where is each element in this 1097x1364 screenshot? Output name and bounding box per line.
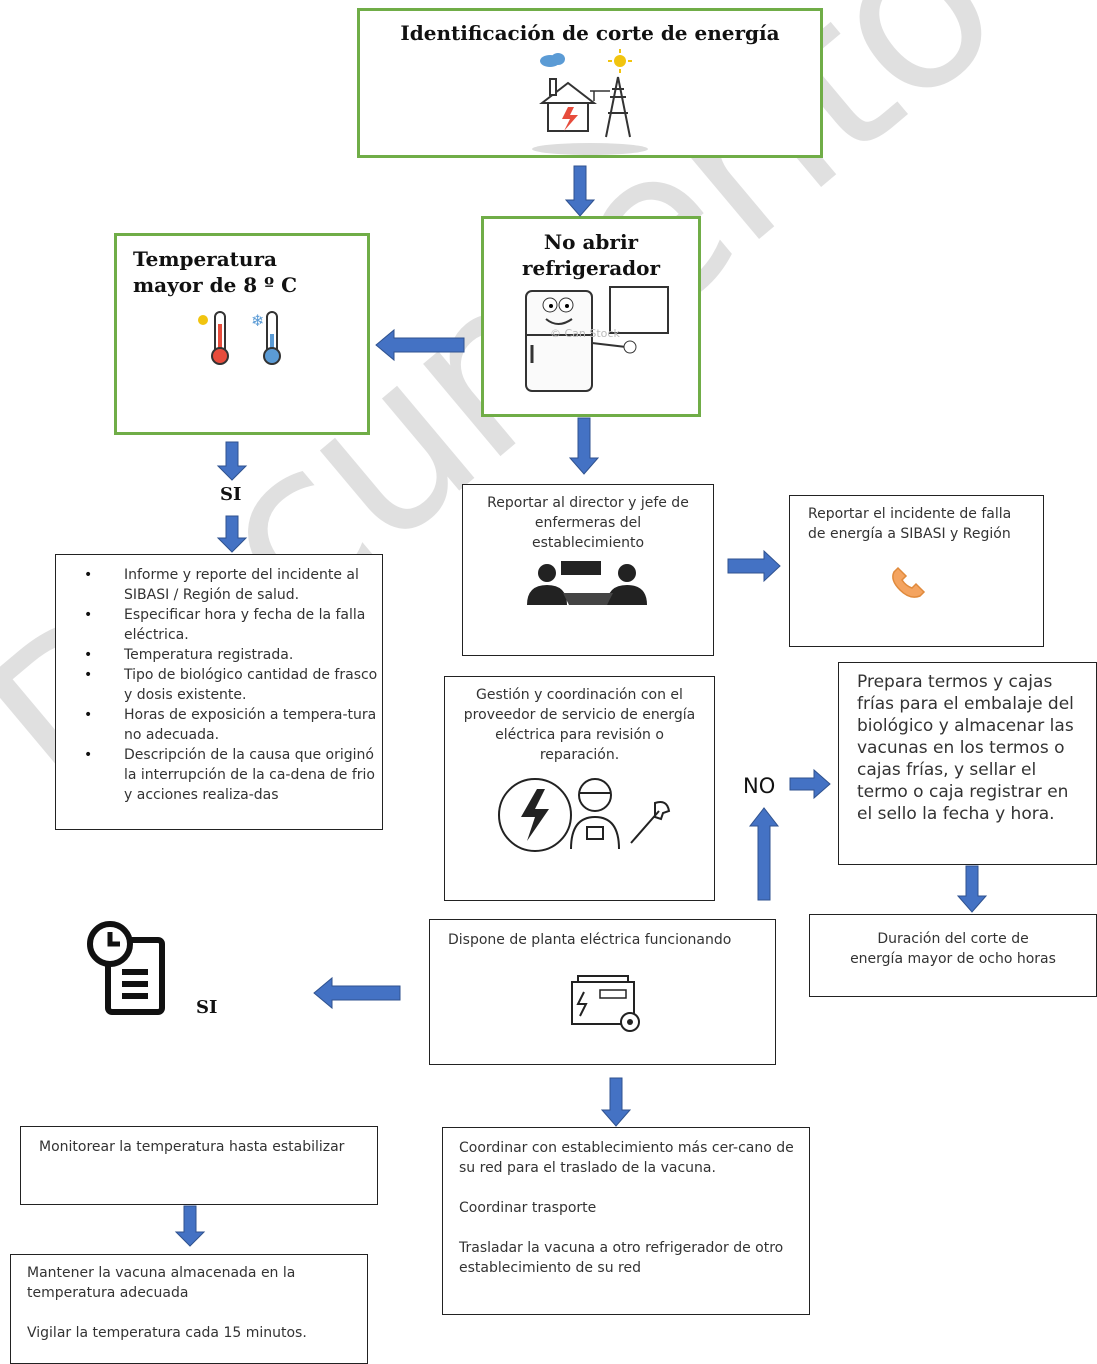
reportar-sibasi-box: Reportar el incidente de falla de energí… [789,495,1044,647]
arrow-up [748,807,780,901]
arrow-down [216,515,248,553]
arrow-left [375,328,465,362]
list-item: Temperatura registrada. [56,645,382,665]
temperatura-box: Temperatura mayor de 8 º C ❄ [114,233,370,435]
arrow-right [789,768,831,800]
duracion-text: Duración del corte de energía mayor de o… [850,931,1056,967]
arrow-down [956,865,988,913]
si-label-bottom: SI [196,997,218,1018]
si-label-top: SI [220,484,242,505]
coordinar-text-2: Coordinar trasporte [459,1200,597,1216]
repair-service-icon [498,778,671,852]
list-item: Especificar hora y fecha de la falla elé… [56,605,382,645]
reportar-sibasi-text: Reportar el incidente de falla de energí… [808,506,1012,542]
no-abrir-box: No abrir refrigerador © Can Stock [481,216,701,417]
monitorear-box: Monitorear la temperatura hasta estabili… [20,1126,378,1205]
list-item: Informe y reporte del incidente al SIBAS… [56,565,382,605]
prepara-termos-box: Prepara termos y cajas frías para el emb… [838,662,1097,865]
gestion-text: Gestión y coordinación con el proveedor … [463,687,696,763]
mantener-box: Mantener la vacuna almacenada en la temp… [10,1254,368,1364]
arrow-right [727,549,781,583]
snowflake-icon: ❄ [251,311,264,330]
power-outage-icon [532,49,648,155]
duracion-box: Duración del corte de energía mayor de o… [809,914,1097,997]
temperatura-title: Temperatura mayor de 8 º C [133,247,298,297]
list-item: Tipo de biológico cantidad de frasco y d… [56,665,382,705]
planta-box: Dispone de planta eléctrica funcionando [429,919,776,1065]
list-item: Descripción de la causa que originó la i… [56,745,382,805]
reportar-director-text: Reportar al director y jefe de enfermera… [487,495,689,551]
arrow-down [600,1077,632,1127]
incidente-list: Informe y reporte del incidente al SIBAS… [56,565,382,805]
arrow-down [174,1205,206,1247]
planta-text: Dispone de planta eléctrica funcionando [448,932,732,948]
arrow-down [564,165,596,217]
schedule-document-icon [87,921,165,1015]
generator-icon [571,975,640,1032]
identificacion-box: Identificación de corte de energía [357,8,823,158]
reportar-director-box: Reportar al director y jefe de enfermera… [462,484,714,656]
list-item: Horas de exposición a tempera-tura no ad… [56,705,382,745]
arrow-down [216,441,248,481]
gestion-box: Gestión y coordinación con el proveedor … [444,676,715,901]
thermometer-icons: ❄ [198,311,281,365]
coordinar-box: Coordinar con establecimiento más cer-ca… [442,1127,810,1315]
no-label: NO [743,774,776,798]
no-abrir-title: No abrir refrigerador [521,230,661,280]
mantener-text-2: Vigilar la temperatura cada 15 minutos. [27,1325,307,1341]
refrigerator-icon: © Can Stock [525,286,669,392]
identificacion-title: Identificación de corte de energía [400,21,780,45]
coordinar-text-3: Trasladar la vacuna a otro refrigerador … [459,1240,784,1276]
arrow-left [313,976,401,1010]
canstock-watermark: © Can Stock [550,327,620,340]
prepara-termos-text: Prepara termos y cajas frías para el emb… [857,672,1074,824]
meeting-icon [527,561,647,605]
coordinar-text-1: Coordinar con establecimiento más cer-ca… [459,1140,794,1176]
phone-icon [892,566,926,598]
incidente-box: Informe y reporte del incidente al SIBAS… [55,554,383,830]
monitorear-text: Monitorear la temperatura hasta estabili… [39,1139,345,1155]
mantener-text-1: Mantener la vacuna almacenada en la temp… [27,1265,296,1301]
arrow-down [568,417,600,475]
